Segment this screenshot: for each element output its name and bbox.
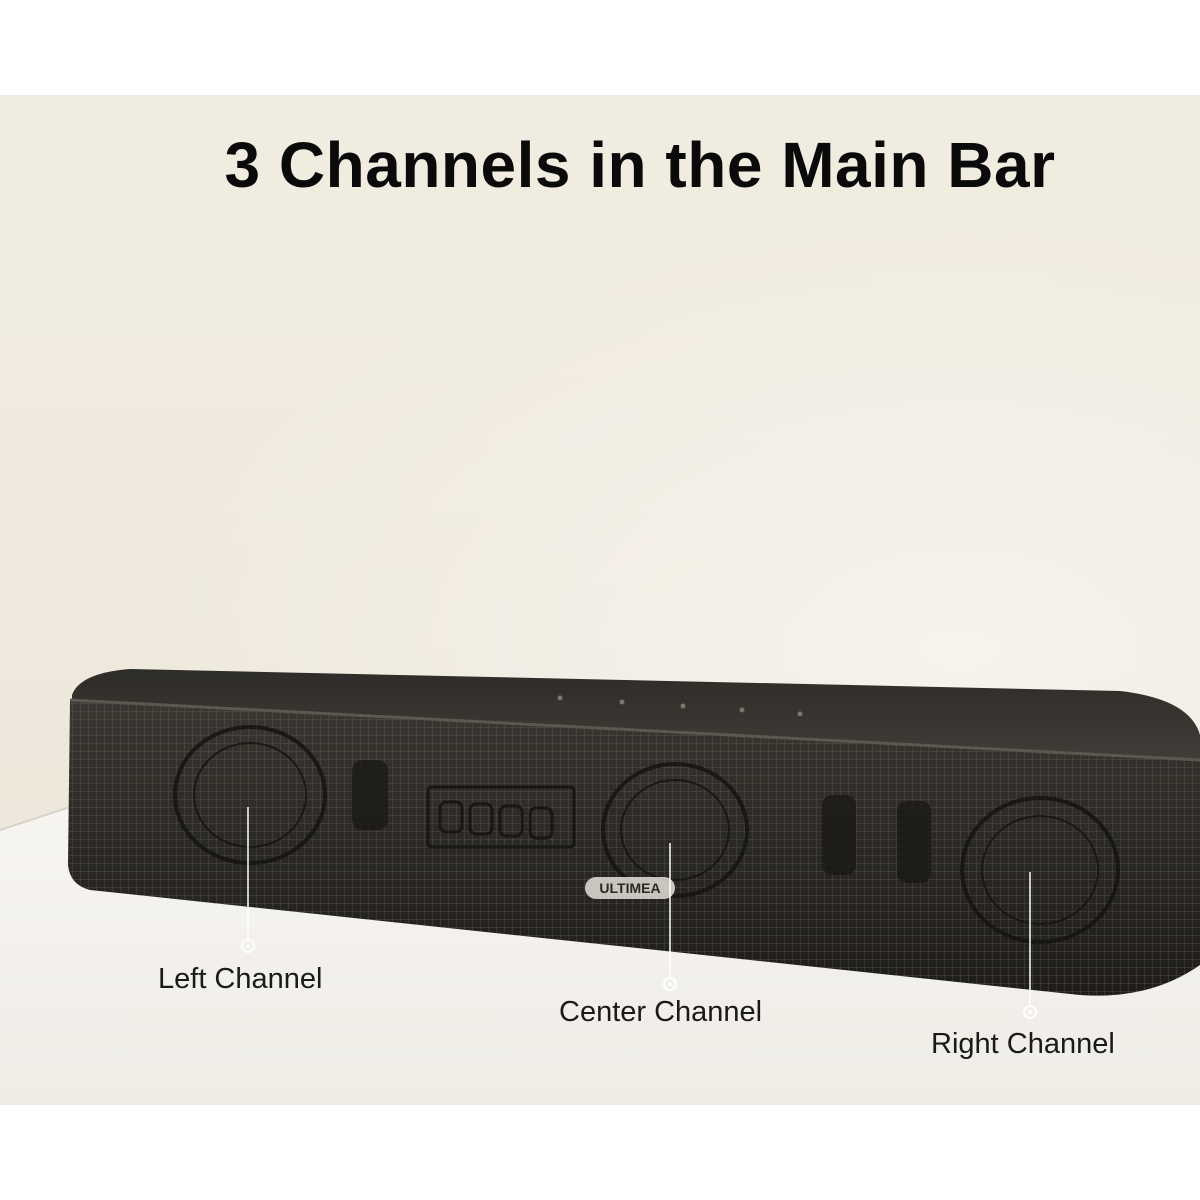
center-channel-label: Center Channel xyxy=(559,996,763,1028)
tweeter-right xyxy=(822,795,931,883)
brand-logo: ULTIMEA xyxy=(585,877,675,899)
tweeter-left xyxy=(352,760,388,830)
left-channel-label: Left Channel xyxy=(158,963,323,995)
soundbar-body xyxy=(68,669,1200,996)
center-driver xyxy=(601,762,749,898)
svg-text:ULTIMEA: ULTIMEA xyxy=(599,880,660,896)
callout-left xyxy=(241,807,255,953)
product-photo: ULTIMEA xyxy=(0,95,1200,1105)
display-panel xyxy=(426,785,576,849)
callout-right xyxy=(1023,872,1037,1019)
right-driver xyxy=(960,796,1120,944)
left-driver xyxy=(173,725,327,865)
right-channel-label: Right Channel xyxy=(931,1028,1115,1060)
soundbar-illustration: ULTIMEA xyxy=(0,669,1200,1105)
headline: 3 Channels in the Main Bar xyxy=(224,129,1056,201)
callout-center xyxy=(663,843,677,991)
